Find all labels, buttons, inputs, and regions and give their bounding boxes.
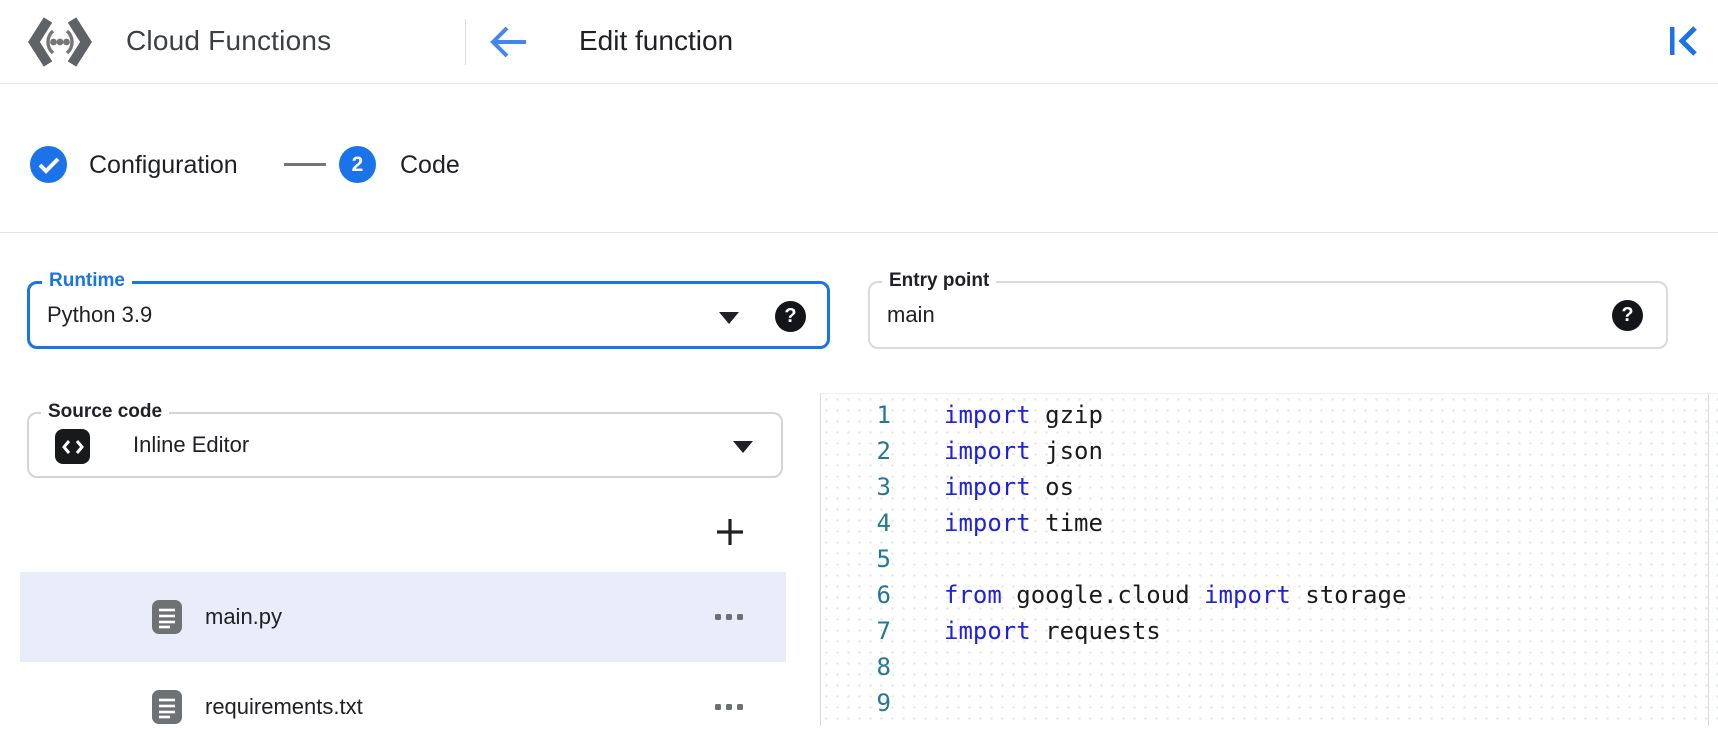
- step-number-badge[interactable]: 2: [339, 146, 376, 183]
- line-number: 3: [876, 473, 891, 501]
- section-divider: [0, 232, 1718, 233]
- line-number: 1: [876, 401, 891, 429]
- file-icon: [151, 689, 183, 725]
- file-row[interactable]: requirements.txt: [20, 662, 786, 752]
- entry-point-input[interactable]: Entry point main ?: [868, 269, 1668, 349]
- line-number: 2: [876, 437, 891, 465]
- file-row[interactable]: main.py: [20, 572, 786, 662]
- line-number: 6: [876, 581, 891, 609]
- code-line[interactable]: 7 import requests: [821, 613, 1718, 649]
- code-line[interactable]: 2 import json: [821, 433, 1718, 469]
- code-text: import gzip: [944, 401, 1103, 429]
- page-title: Edit function: [579, 25, 734, 56]
- code-line[interactable]: 8: [821, 649, 1718, 685]
- code-line[interactable]: 9: [821, 685, 1718, 721]
- source-code-select[interactable]: Source code Inline Editor: [27, 400, 783, 478]
- runtime-value: Python 3.9: [47, 302, 153, 327]
- code-text: import os: [944, 473, 1075, 501]
- entry-point-help-icon[interactable]: ?: [1612, 300, 1643, 331]
- file-icon: [151, 599, 183, 635]
- runtime-label: Runtime: [42, 269, 132, 293]
- dropdown-arrow-icon[interactable]: [733, 441, 753, 453]
- entry-point-label: Entry point: [882, 269, 997, 293]
- dropdown-arrow-icon[interactable]: [719, 312, 739, 324]
- product-name: Cloud Functions: [126, 25, 332, 56]
- editor-scrollbar[interactable]: [1708, 394, 1709, 726]
- back-arrow-icon[interactable]: [486, 20, 532, 64]
- runtime-help-icon[interactable]: ?: [775, 301, 806, 332]
- file-name: requirements.txt: [205, 694, 363, 719]
- step-configuration-label[interactable]: Configuration: [89, 151, 238, 179]
- code-text: import requests: [944, 617, 1161, 645]
- more-options-icon[interactable]: [715, 614, 743, 620]
- code-text: import json: [944, 437, 1103, 465]
- entry-point-value: main: [887, 302, 935, 327]
- line-number: 8: [876, 653, 891, 681]
- more-options-icon[interactable]: [715, 704, 743, 710]
- code-text: import time: [944, 509, 1103, 537]
- code-line[interactable]: 6 from google.cloud import storage: [821, 577, 1718, 613]
- code-line[interactable]: 1 import gzip: [821, 397, 1718, 433]
- header-divider: [465, 19, 466, 65]
- plus-icon: [717, 519, 743, 545]
- inline-editor-icon: [55, 429, 90, 464]
- file-name: main.py: [205, 604, 283, 629]
- file-list: main.py requirements.txt: [20, 572, 786, 752]
- step-completed-check-icon[interactable]: [30, 146, 67, 183]
- step-connector: [284, 163, 326, 166]
- code-editor[interactable]: 1 import gzip 2 import json 3 import os …: [820, 393, 1718, 726]
- cloud-functions-logo-icon: [28, 16, 92, 68]
- line-number: 5: [876, 545, 891, 573]
- line-number: 7: [876, 617, 891, 645]
- code-text: from google.cloud import storage: [944, 581, 1407, 609]
- code-line[interactable]: 4 import time: [821, 505, 1718, 541]
- code-line[interactable]: 5: [821, 541, 1718, 577]
- app-header: Cloud Functions Edit function: [0, 0, 1718, 84]
- source-code-label: Source code: [41, 400, 170, 424]
- code-line[interactable]: 3 import os: [821, 469, 1718, 505]
- collapse-panel-icon[interactable]: [1664, 20, 1706, 62]
- step-code-label[interactable]: Code: [400, 151, 460, 179]
- source-code-value: Inline Editor: [133, 432, 250, 457]
- line-number: 4: [876, 509, 891, 537]
- line-number: 9: [876, 689, 891, 717]
- runtime-select[interactable]: Runtime Python 3.9 ?: [27, 269, 830, 349]
- add-file-button[interactable]: [705, 508, 755, 556]
